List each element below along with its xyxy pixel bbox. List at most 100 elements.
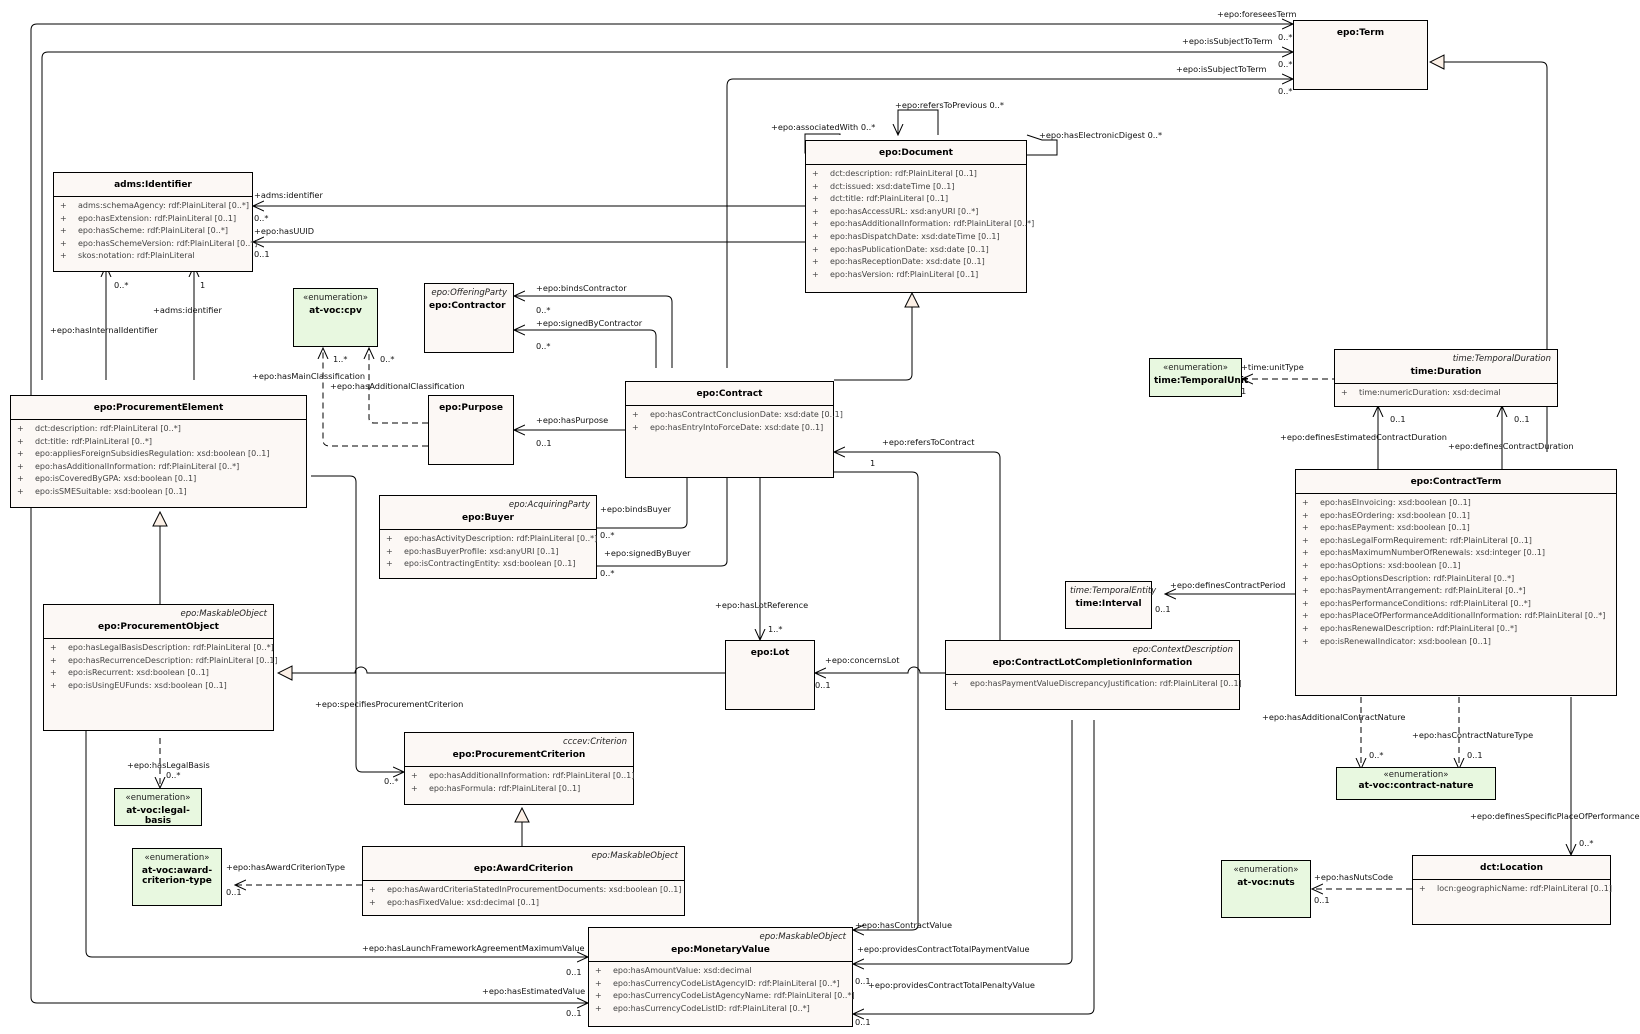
label-has-additional-classification: +epo:hasAdditionalClassification <box>330 381 465 391</box>
attribute-text: epo:hasLegalFormRequirement: rdf:PlainLi… <box>1320 535 1532 545</box>
parent-class: time:TemporalDuration <box>1452 354 1551 364</box>
public-visibility-icon: + <box>812 181 819 191</box>
label-provides-penalty: +epo:providesContractTotalPenaltyValue <box>868 980 1035 990</box>
parent-class: time:TemporalEntity <box>1070 586 1157 596</box>
enum-award-criterion-type[interactable]: «enumeration»at-voc:award-criterion-type <box>132 848 222 906</box>
public-visibility-icon: + <box>595 978 602 988</box>
label-contract-nature-type: +epo:hasContractNatureType <box>1412 730 1534 740</box>
public-visibility-icon: + <box>812 244 819 254</box>
attribute-list: +epo:hasEInvoicing: xsd:boolean [0..1]+e… <box>1296 493 1616 651</box>
class-name: epo:ProcurementCriterion <box>452 750 586 760</box>
label-mult: 1..* <box>768 624 783 634</box>
label-mult: 0..1 <box>855 1017 871 1027</box>
label-has-purpose: +epo:hasPurpose <box>536 415 609 425</box>
class-document[interactable]: epo:Document +dct:description: rdf:Plain… <box>805 140 1034 293</box>
public-visibility-icon: + <box>386 559 393 569</box>
attribute-row: +dct:title: rdf:PlainLiteral [0..1] <box>810 193 1022 206</box>
edge-signed-by-buyer <box>576 462 728 566</box>
attribute-text: epo:hasPlaceOfPerformanceAdditionalInfor… <box>1320 611 1606 621</box>
attribute-row: +epo:isSMESuitable: xsd:boolean [0..1] <box>15 486 302 499</box>
public-visibility-icon: + <box>595 991 602 1001</box>
label-mult: 0..1 <box>254 249 270 259</box>
label-mult: 0..* <box>1278 86 1293 96</box>
label-is-subject-to-term-2: +epo:isSubjectToTerm <box>1176 64 1267 74</box>
attribute-row: +epo:hasLegalBasisDescription: rdf:Plain… <box>48 642 274 655</box>
enum-cpv[interactable]: «enumeration» at-voc:cpv <box>293 288 378 347</box>
attribute-text: epo:appliesForeignSubsidiesRegulation: x… <box>35 449 270 459</box>
attribute-text: time:numericDuration: xsd:decimal <box>1359 388 1501 397</box>
label-defines-period: +epo:definesContractPeriod <box>1170 580 1286 590</box>
attribute-row: +epo:appliesForeignSubsidiesRegulation: … <box>15 448 302 461</box>
label-refers-to-previous: +epo:refersToPrevious 0..* <box>895 100 1004 110</box>
class-name: epo:ProcurementElement <box>93 403 224 413</box>
enum-nuts[interactable]: «enumeration»at-voc:nuts <box>1221 860 1311 918</box>
enum-contract-nature[interactable]: «enumeration»at-voc:contract-nature <box>1336 767 1496 800</box>
public-visibility-icon: + <box>1341 388 1348 397</box>
label-mult: 0..* <box>600 568 615 578</box>
public-visibility-icon: + <box>812 169 819 178</box>
attribute-row: +epo:hasRenewalDescription: rdf:PlainLit… <box>1300 623 1612 636</box>
class-name: adms:Identifier <box>114 180 192 190</box>
attribute-row: +epo:hasPaymentArrangement: rdf:PlainLit… <box>1300 585 1612 598</box>
label-mult: 1..* <box>333 354 348 364</box>
attribute-list: +locn:geographicName: rdf:PlainLiteral [… <box>1413 879 1612 899</box>
label-is-subject-to-term-1: +epo:isSubjectToTerm <box>1182 36 1273 46</box>
label-mult: 0..1 <box>536 438 552 448</box>
class-contract-term[interactable]: epo:ContractTerm +epo:hasEInvoicing: xsd… <box>1295 469 1617 696</box>
attribute-text: epo:isCoveredByGPA: xsd:boolean [0..1] <box>35 474 197 484</box>
stereotype: «enumeration» <box>303 293 368 303</box>
enum-temporal-unit[interactable]: «enumeration»time:TemporalUnit <box>1149 358 1248 397</box>
class-lot[interactable]: epo:Lot <box>725 640 815 710</box>
class-contract[interactable]: epo:Contract +epo:hasContractConclusionD… <box>625 381 843 478</box>
label-additional-contract-nature: +epo:hasAdditionalContractNature <box>1262 712 1406 722</box>
attribute-text: epo:hasFormula: rdf:PlainLiteral [0..1] <box>429 783 581 793</box>
class-procurement-element[interactable]: epo:ProcurementElement +dct:description:… <box>10 395 307 508</box>
edge-launch-fa-max-value <box>85 730 588 957</box>
class-adms-identifier[interactable]: adms:Identifier +adms:schemaAgency: rdf:… <box>53 172 257 272</box>
attribute-row: +locn:geographicName: rdf:PlainLiteral [… <box>1417 883 1612 896</box>
class-term[interactable]: epo:Term <box>1293 20 1428 90</box>
attribute-text: epo:hasLegalBasisDescription: rdf:PlainL… <box>68 643 274 652</box>
attribute-row: +epo:hasPerformanceConditions: rdf:Plain… <box>1300 598 1612 611</box>
attribute-row: +epo:hasPaymentValueDiscrepancyJustifica… <box>950 678 1242 691</box>
attribute-text: dct:title: rdf:PlainLiteral [0..*] <box>35 436 152 446</box>
label-has-estimated-value: +epo:hasEstimatedValue <box>482 986 586 996</box>
attribute-row: +epo:isRenewalIndicator: xsd:boolean [0.… <box>1300 636 1612 649</box>
edge-binds-contractor <box>514 296 673 368</box>
class-location[interactable]: dct:Location +locn:geographicName: rdf:P… <box>1412 855 1612 925</box>
attribute-row: +epo:hasFormula: rdf:PlainLiteral [0..1] <box>409 783 629 796</box>
attribute-text: dct:description: rdf:PlainLiteral [0..*] <box>35 424 181 433</box>
attribute-row: +epo:hasLegalFormRequirement: rdf:PlainL… <box>1300 535 1612 548</box>
attribute-text: epo:hasBuyerProfile: xsd:anyURI [0..1] <box>404 546 559 556</box>
label-has-nuts-code: +epo:hasNutsCode <box>1314 872 1394 882</box>
class-purpose[interactable]: epo:Purpose <box>428 395 514 465</box>
enum-legal-basis[interactable]: «enumeration»at-voc:legal-basis <box>114 788 202 826</box>
attribute-row: + time:numericDuration: xsd:decimal <box>1339 387 1553 400</box>
attribute-text: epo:hasEOrdering: xsd:boolean [0..1] <box>1320 510 1470 520</box>
attribute-text: epo:hasSchemeVersion: rdf:PlainLiteral [… <box>78 238 258 248</box>
edge-provides-penalty <box>853 720 1095 1014</box>
attribute-row: +epo:hasEntryIntoForceDate: xsd:date [0.… <box>630 422 829 435</box>
attribute-text: epo:hasActivityDescription: rdf:PlainLit… <box>404 534 598 543</box>
public-visibility-icon: + <box>1302 611 1309 621</box>
label-mult: 0..* <box>1579 838 1594 848</box>
attribute-row: +epo:hasSchemeVersion: rdf:PlainLiteral … <box>58 238 257 251</box>
attribute-text: epo:hasAdditionalInformation: rdf:PlainL… <box>429 771 635 780</box>
attribute-text: epo:hasAmountValue: xsd:decimal <box>613 966 752 975</box>
class-name: at-voc:award-criterion-type <box>141 866 213 886</box>
label-mult: 0..* <box>600 530 615 540</box>
label-provides-payment: +epo:providesContractTotalPaymentValue <box>857 944 1030 954</box>
attribute-text: epo:hasCurrencyCodeListAgencyName: rdf:P… <box>613 991 855 1001</box>
attribute-text: dct:title: rdf:PlainLiteral [0..1] <box>830 194 949 204</box>
attribute-row: +epo:hasEPayment: xsd:boolean [0..1] <box>1300 522 1612 535</box>
class-name: at-voc:cpv <box>309 306 362 316</box>
